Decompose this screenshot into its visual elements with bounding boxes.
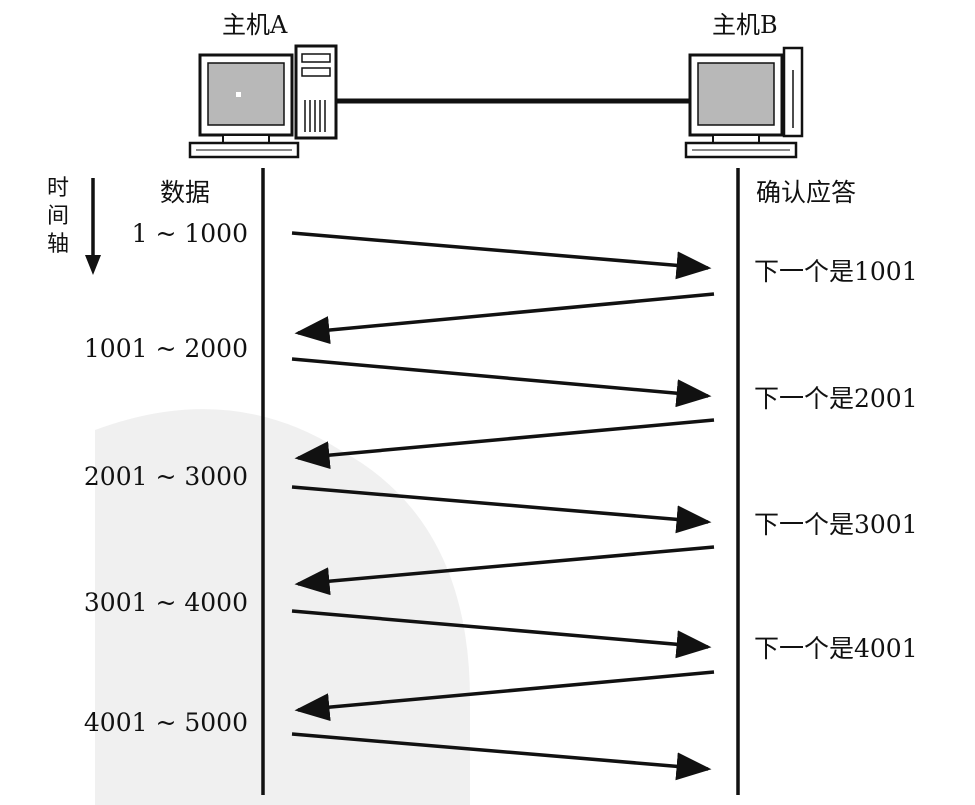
ack-label: 下一个是3001 [754, 510, 918, 539]
data-arrow-3 [291, 485, 712, 534]
host-b-label: 主机B [712, 11, 778, 39]
ack-label: 下一个是1001 [754, 257, 918, 286]
segment-label: 3001 ~ 4000 [83, 588, 248, 617]
segment-label: 2001 ~ 3000 [83, 462, 248, 491]
time-axis-char: 间 [47, 204, 70, 229]
ack-column-header: 确认应答 [756, 178, 857, 207]
time-axis-char: 时 [47, 176, 70, 201]
ack-arrow-1 [294, 292, 715, 344]
segment-label: 1 ~ 1000 [131, 219, 248, 248]
segment-label: 1001 ~ 2000 [83, 334, 248, 363]
ack-label: 下一个是4001 [754, 634, 918, 663]
data-arrow-4 [291, 609, 712, 659]
ack-label: 下一个是2001 [754, 384, 918, 413]
ack-arrow-2 [294, 418, 715, 470]
host-a-label: 主机A [222, 11, 288, 39]
ack-arrow-4 [294, 670, 715, 722]
data-arrow-5 [291, 732, 712, 781]
time-axis-char: 轴 [47, 232, 70, 257]
host-a-computer-icon [188, 44, 338, 159]
host-b-computer-icon [684, 46, 804, 159]
data-arrow-1 [291, 231, 712, 280]
ack-arrow-3 [294, 545, 715, 596]
data-arrow-2 [291, 357, 712, 408]
data-column-header: 数据 [160, 178, 211, 207]
watermark-seal [95, 409, 470, 805]
time-axis-arrow [85, 178, 101, 275]
segment-label: 4001 ~ 5000 [83, 708, 248, 737]
